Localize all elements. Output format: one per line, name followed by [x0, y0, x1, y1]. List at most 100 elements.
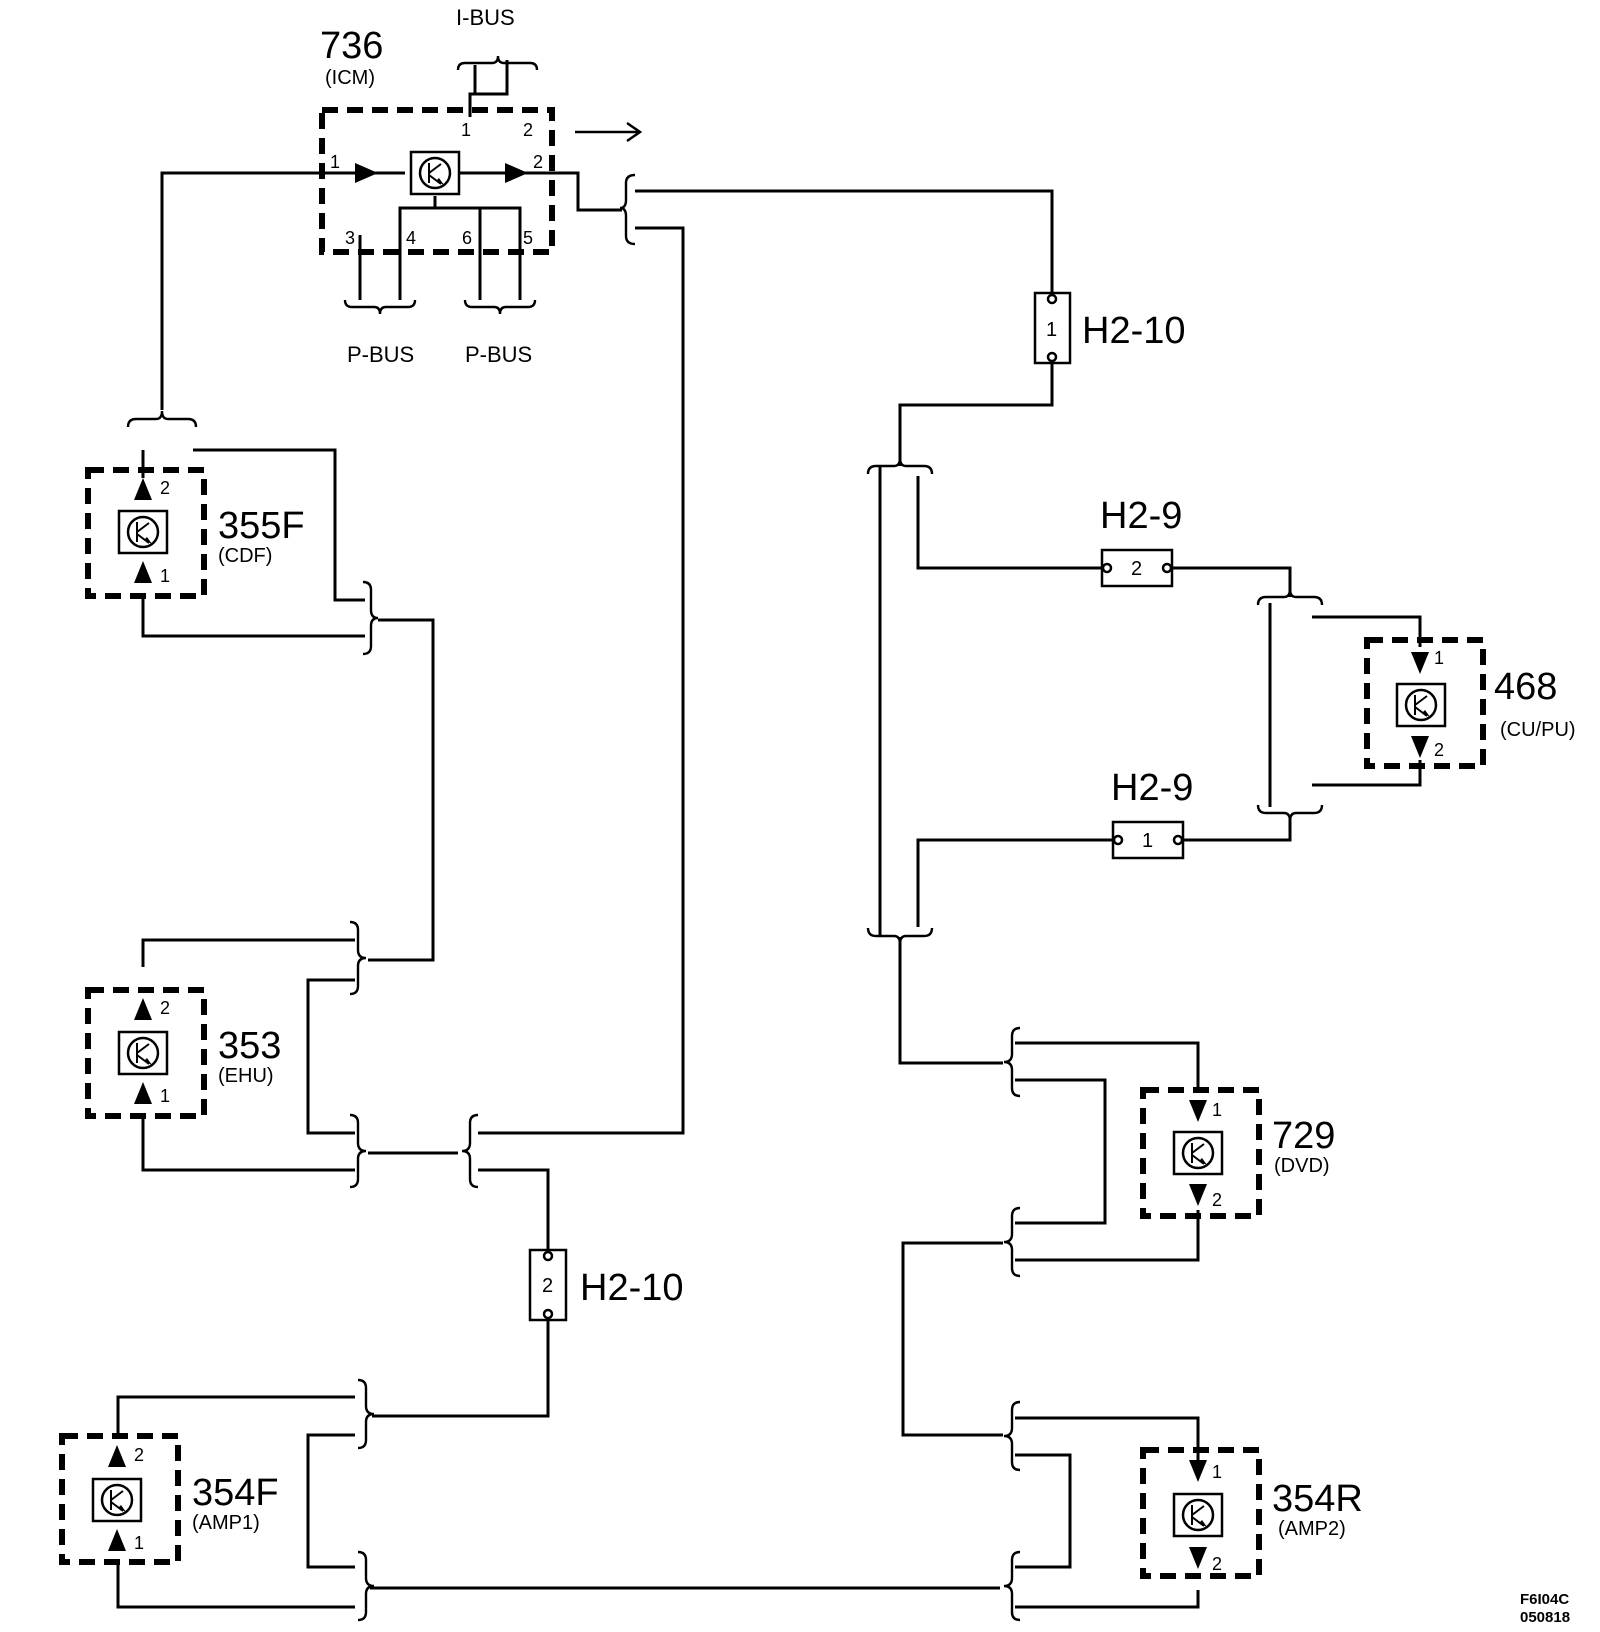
wire-ehu-top — [141, 938, 355, 967]
wire-dvd-in — [1015, 1041, 1200, 1090]
wire-to-dvd — [898, 937, 1003, 1065]
brace-ehu-top — [349, 920, 367, 996]
module-cupu: 468 (CU/PU) 1 2 — [1364, 637, 1576, 769]
brace-dvd-bottom — [1003, 1206, 1021, 1278]
module-amp1-id: 354F — [192, 1472, 279, 1514]
h2-9-top-label: H2-9 — [1100, 495, 1182, 537]
module-dvd-id: 729 — [1272, 1115, 1335, 1157]
icm-pin-6: 6 — [462, 228, 472, 248]
h2-9-bottom-pin: 1 — [1142, 830, 1153, 852]
arrow-in-icon — [355, 163, 378, 183]
amp2-pin-1: 1 — [1212, 1462, 1222, 1482]
module-cupu-name: (CU/PU) — [1500, 719, 1576, 741]
module-cdf-id: 355F — [218, 505, 305, 547]
brace-amp1-bottom — [357, 1550, 375, 1622]
figure-code: F6I04C 050818 — [1520, 1591, 1570, 1626]
wire-h2-9-top-out — [1172, 566, 1292, 597]
module-amp1-name: (AMP1) — [192, 1512, 260, 1534]
h2-10-top-pin: 1 — [1046, 319, 1057, 341]
module-cdf-name: (CDF) — [218, 545, 272, 567]
brace-pbus-left — [343, 299, 417, 315]
module-cupu-id: 468 — [1494, 666, 1557, 708]
p-bus-right-label: P-BUS — [465, 342, 532, 367]
module-dvd-name: (DVD) — [1274, 1155, 1330, 1177]
module-amp2-name: (AMP2) — [1278, 1518, 1346, 1540]
module-ehu-name: (EHU) — [218, 1065, 274, 1087]
icm-pin-ibus-2: 2 — [523, 120, 533, 140]
wire-right-vertical-c — [916, 838, 1115, 927]
module-amp2-id: 354R — [1272, 1478, 1363, 1520]
brace-icm-out — [619, 173, 636, 246]
h2-10-bottom-label: H2-10 — [580, 1267, 684, 1309]
wire-cdf-to-ehu — [368, 618, 435, 962]
connector-h2-10-top: 1 H2-10 — [1033, 291, 1186, 365]
p-bus-left-label: P-BUS — [347, 342, 414, 367]
dvd-pin-1: 1 — [1212, 1100, 1222, 1120]
wire-to-h2-10-top — [635, 189, 1054, 298]
wire-amp2-loop — [1015, 1453, 1072, 1569]
dvd-pin-2: 2 — [1212, 1190, 1222, 1210]
module-icm: 736 (ICM) 1 2 1 2 3 4 6 5 I-BUS P-BUS P-… — [319, 5, 643, 367]
module-icm-name: (ICM) — [325, 67, 375, 89]
wire-dvd-to-amp2 — [901, 1241, 1003, 1437]
wire-junction-to-h2-10-bottom — [478, 1168, 550, 1252]
ehu-pin-2: 2 — [160, 998, 170, 1018]
brace-cupu-top — [1256, 588, 1324, 606]
brace-amp2-top — [1003, 1400, 1021, 1472]
brace-junction — [461, 1113, 479, 1189]
brace-cdf-right — [362, 580, 379, 656]
icm-pin-out: 2 — [533, 152, 543, 172]
wire-h2-10-bottom-down — [372, 1318, 550, 1418]
module-amp1: 354F (AMP1) 2 1 — [59, 1433, 279, 1565]
arrow-out-icon — [505, 163, 528, 183]
cdf-pin-1: 1 — [160, 566, 170, 586]
module-ehu: 353 (EHU) 2 1 — [85, 987, 281, 1119]
brace-ibus — [456, 55, 539, 71]
amp1-pin-2: 2 — [134, 1445, 144, 1465]
brace-right-top — [866, 457, 934, 475]
h2-10-bottom-pin: 2 — [542, 1275, 553, 1297]
wire-h2-9-bottom-out — [1184, 815, 1292, 842]
module-amp2: 354R (AMP2) 1 2 — [1140, 1447, 1363, 1579]
brace-pbus-right — [463, 299, 537, 315]
wire-h2-10-top-down — [898, 360, 1054, 466]
wire-amp1-top — [116, 1395, 355, 1434]
icm-pin-3: 3 — [345, 228, 355, 248]
icm-pin-4: 4 — [406, 228, 416, 248]
wire-right-vertical-b — [916, 476, 1105, 570]
icm-pin-in: 1 — [330, 152, 340, 172]
i-bus-label: I-BUS — [456, 5, 515, 30]
connector-h2-10-bottom: 2 H2-10 — [528, 1248, 684, 1322]
wire-amp2-out — [1015, 1590, 1200, 1609]
h2-9-bottom-label: H2-9 — [1111, 767, 1193, 809]
wire-amp2-in — [1015, 1416, 1200, 1470]
wire-cdf-return — [141, 596, 365, 638]
brace-ehu-bottom — [349, 1113, 367, 1189]
module-dvd: 729 (DVD) 1 2 — [1140, 1087, 1335, 1219]
icm-pin-ibus-1: 1 — [461, 120, 471, 140]
brace-cdf-top — [126, 410, 198, 428]
wire-icm-out — [540, 171, 622, 212]
ehu-pin-1: 1 — [160, 1086, 170, 1106]
module-cdf: 355F (CDF) 2 1 — [85, 450, 305, 599]
brace-dvd-top — [1003, 1026, 1021, 1098]
wire-cdf-out — [193, 448, 365, 602]
cdf-pin-2: 2 — [160, 478, 170, 498]
cupu-pin-1: 1 — [1434, 648, 1444, 668]
figure-code-line2: 050818 — [1520, 1609, 1570, 1626]
module-ehu-id: 353 — [218, 1025, 281, 1067]
direction-arrow-icon — [575, 121, 643, 143]
brace-cupu-bottom — [1256, 804, 1324, 822]
wire-amp1-loop — [306, 1433, 355, 1569]
wiring — [116, 60, 1422, 1609]
figure-code-line1: F6I04C — [1520, 1591, 1569, 1608]
h2-10-top-label: H2-10 — [1082, 310, 1186, 352]
wire-ehu-bottom — [141, 1117, 355, 1172]
icm-pin-5: 5 — [523, 228, 533, 248]
amp2-pin-2: 2 — [1212, 1554, 1222, 1574]
connector-h2-9-bottom: 1 H2-9 — [1111, 767, 1193, 860]
wire-ehu-loop — [306, 978, 355, 1135]
harness-braces — [126, 55, 1324, 1622]
connector-h2-9-top: 2 H2-9 — [1100, 495, 1182, 588]
